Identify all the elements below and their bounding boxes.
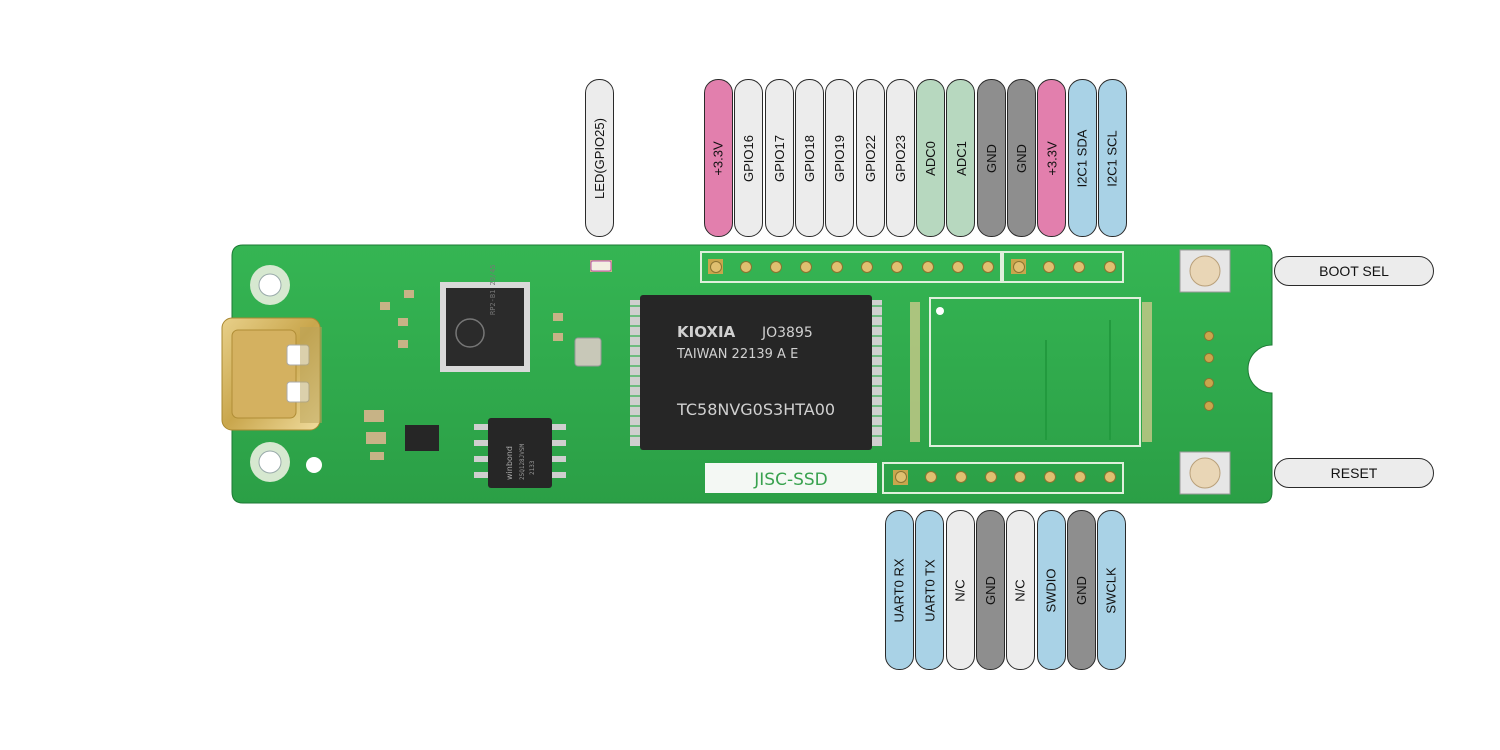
mounting-hole-bottom: [250, 442, 290, 482]
svg-text:KIOXIA: KIOXIA: [677, 323, 736, 341]
pin-label-text: GPIO19: [832, 134, 848, 182]
kioxia-nand-chip: KIOXIA JO3895 TAIWAN 22139 A E TC58NVG0S…: [630, 295, 882, 450]
boot-sel-label: BOOT SEL: [1274, 256, 1434, 286]
reset-text: RESET: [1330, 465, 1378, 481]
pin-label-text: GND: [982, 575, 998, 605]
pin-label-text: GPIO16: [741, 134, 757, 182]
pin-label-text: I2C1 SCL: [1104, 129, 1120, 187]
svg-text:JO3895: JO3895: [761, 325, 813, 341]
bottom-header-pads: [882, 462, 1124, 494]
top-pin-gpio22: GPIO22: [855, 79, 885, 237]
bottom-pin-uart0-rx: UART0 RX: [885, 510, 914, 670]
boot-sel-button: [1179, 249, 1231, 293]
pin-label-text: GPIO23: [892, 134, 908, 182]
rp2040-chip: RP2-B1 20/45: [440, 264, 530, 372]
mounting-hole-top: [250, 265, 290, 305]
bottom-pin-swclk: SWCLK: [1097, 510, 1127, 670]
bottom-pin-gnd: GND: [975, 510, 1005, 670]
reset-label: RESET: [1274, 458, 1434, 488]
pin-label-text: GPIO17: [771, 134, 787, 182]
svg-text:2133: 2133: [529, 460, 536, 475]
boot-sel-text: BOOT SEL: [1319, 263, 1389, 279]
bottom-pin-swdio: SWDIO: [1036, 510, 1066, 670]
bottom-pin-n-c: N/C: [945, 510, 975, 670]
top-pin-gpio16: GPIO16: [734, 79, 764, 237]
edge-pads: [1204, 331, 1214, 411]
pin-label-text: UART0 TX: [922, 558, 938, 622]
winbond-flash-chip: winbond 25Q128JVSM 2133: [474, 418, 566, 488]
top-pin--3-3v: +3.3V: [1037, 79, 1067, 237]
pin-label-text: SWDIO: [1043, 567, 1059, 613]
svg-text:RP2-B1 20/45: RP2-B1 20/45: [489, 264, 497, 315]
top-pin-i2c1-scl: I2C1 SCL: [1097, 79, 1127, 237]
top-pin-gpio23: GPIO23: [885, 79, 915, 237]
top-pin-gnd: GND: [976, 79, 1006, 237]
svg-text:winbond: winbond: [505, 446, 514, 480]
pin-label-text: SWCLK: [1104, 566, 1120, 614]
pin-label-text: ADC1: [953, 140, 969, 176]
top-pin-gpio18: GPIO18: [794, 79, 824, 237]
silkscreen-label: JISC-SSD: [705, 463, 877, 493]
pin-label-text: N/C: [952, 578, 968, 602]
top-pin-adc0: ADC0: [916, 79, 946, 237]
led-gpio25-label: LED(GPIO25): [585, 79, 614, 237]
top-pin-i2c1-sda: I2C1 SDA: [1067, 79, 1097, 237]
pin-label-text: ADC0: [923, 140, 939, 176]
pin-label-text: I2C1 SDA: [1074, 129, 1090, 187]
leaf-logo: [306, 457, 322, 473]
top-pin-gpio19: GPIO19: [825, 79, 855, 237]
pin-label-text: N/C: [1013, 578, 1029, 602]
top-pin-adc1: ADC1: [946, 79, 976, 237]
bottom-pin-gnd: GND: [1066, 510, 1096, 670]
crystal: [574, 337, 602, 367]
regulator-chip: [405, 425, 439, 451]
svg-text:TC58NVG0S3HTA00: TC58NVG0S3HTA00: [676, 400, 835, 419]
svg-text:TAIWAN 22139 A E: TAIWAN 22139 A E: [676, 347, 798, 362]
pin-label-text: +3.3V: [711, 140, 726, 176]
pin-label-text: GPIO22: [862, 134, 878, 182]
reset-button: [1179, 451, 1231, 495]
pin-label-text: UART0 RX: [892, 557, 907, 623]
led-gpio25-text: LED(GPIO25): [592, 117, 608, 199]
bottom-pin-n-c: N/C: [1006, 510, 1036, 670]
top-header-pads: [700, 251, 1124, 283]
bottom-pin-uart0-tx: UART0 TX: [915, 510, 945, 670]
pin-label-text: GND: [1073, 575, 1089, 605]
unpopulated-footprint: [910, 297, 1152, 447]
svg-text:25Q128JVSM: 25Q128JVSM: [519, 443, 526, 480]
pcb-outline: [231, 244, 1273, 504]
usb-c-connector: [221, 317, 322, 431]
pin-label-text: GND: [1014, 143, 1030, 173]
top-pin--3-3v: +3.3V: [704, 79, 733, 237]
pin-label-text: GND: [983, 143, 999, 173]
top-pin-gpio17: GPIO17: [764, 79, 794, 237]
pin-label-text: GPIO18: [801, 134, 817, 182]
top-pin-gnd: GND: [1007, 79, 1036, 237]
svg-text:JISC-SSD: JISC-SSD: [753, 470, 828, 490]
pin-label-text: +3.3V: [1044, 140, 1060, 176]
led: [590, 260, 612, 272]
